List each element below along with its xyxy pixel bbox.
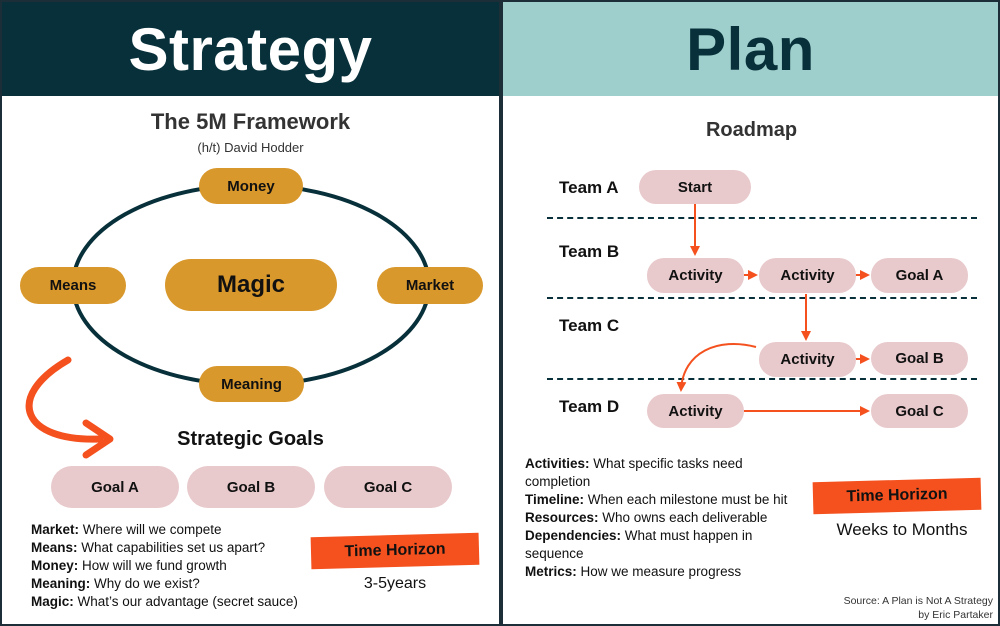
strategic-goals-title: Strategic Goals: [177, 428, 324, 450]
team-c-label: Team C: [559, 316, 620, 335]
definition-row: Magic: What’s our advantage (secret sauc…: [31, 594, 298, 609]
plan-title: Plan: [686, 15, 815, 83]
start-node: Start: [639, 170, 751, 204]
means-node: Means: [20, 267, 126, 304]
definition-row: Resources: Who owns each deliverable: [525, 510, 768, 525]
lane-divider: [547, 297, 977, 299]
definition-row: Timeline: When each milestone must be hi…: [525, 492, 788, 507]
strategic-goal-b: Goal B: [187, 466, 315, 508]
strategic-goal-c: Goal C: [324, 466, 452, 508]
definition-row: Meaning: Why do we exist?: [31, 576, 200, 591]
definition-row: Activities: What specific tasks need com…: [525, 456, 743, 489]
magic-node: Magic: [165, 259, 337, 311]
team-d-activity: Activity: [647, 394, 744, 428]
market-node: Market: [377, 267, 483, 304]
plan-definitions: Activities: What specific tasks need com…: [525, 455, 797, 581]
framework-credit: (h/t) David Hodder: [197, 140, 304, 155]
source-credit: Source: A Plan is Not A Strategy by Eric…: [753, 594, 993, 622]
team-a-label: Team A: [559, 178, 619, 197]
meaning-node: Meaning: [199, 366, 304, 402]
goal-b-node: Goal B: [871, 342, 968, 375]
plan-banner: Plan: [503, 2, 998, 96]
goal-c-node: Goal C: [871, 394, 968, 428]
strategic-goal-a: Goal A: [51, 466, 179, 508]
team-c-activity: Activity: [759, 342, 856, 377]
lane-divider: [547, 217, 977, 219]
definition-row: Market: Where will we compete: [31, 522, 222, 537]
strategy-panel: Strategy The 5M Framework (h/t) David Ho…: [0, 0, 501, 626]
strategy-definitions: Market: Where will we compete Means: Wha…: [31, 521, 331, 611]
team-b-activity-2: Activity: [759, 258, 856, 293]
plan-time-horizon-badge: Time Horizon: [812, 477, 982, 515]
roadmap-arrows: [676, 204, 870, 416]
source-line: Source: A Plan is Not A Strategy: [843, 595, 993, 607]
plan-panel: Plan Roadmap Team A Team B Team C Team D…: [501, 0, 1000, 626]
plan-time-horizon-value: Weeks to Months: [836, 520, 968, 539]
definition-row: Dependencies: What must happen in sequen…: [525, 528, 753, 561]
strategy-time-horizon-badge: Time Horizon: [310, 532, 480, 570]
strategy-title: Strategy: [128, 15, 373, 83]
arrow-c-activity-to-d-activity: [676, 343, 757, 392]
team-b-label: Team B: [559, 242, 620, 261]
team-d-label: Team D: [559, 397, 620, 416]
lane-divider: [547, 378, 977, 380]
money-node: Money: [199, 168, 303, 204]
roadmap-title: Roadmap: [705, 119, 798, 141]
definition-row: Metrics: How we measure progress: [525, 564, 742, 579]
definition-row: Money: How will we fund growth: [31, 558, 227, 573]
curved-arrow: [25, 356, 104, 443]
source-line: by Eric Partaker: [918, 609, 993, 621]
curved-arrow-head: [82, 419, 114, 459]
framework-title: The 5M Framework: [150, 109, 351, 134]
goal-a-node: Goal A: [871, 258, 968, 293]
strategy-time-horizon-value: 3-5years: [363, 575, 427, 592]
strategy-banner: Strategy: [2, 2, 499, 96]
team-b-activity-1: Activity: [647, 258, 744, 293]
definition-row: Means: What capabilities set us apart?: [31, 540, 266, 555]
